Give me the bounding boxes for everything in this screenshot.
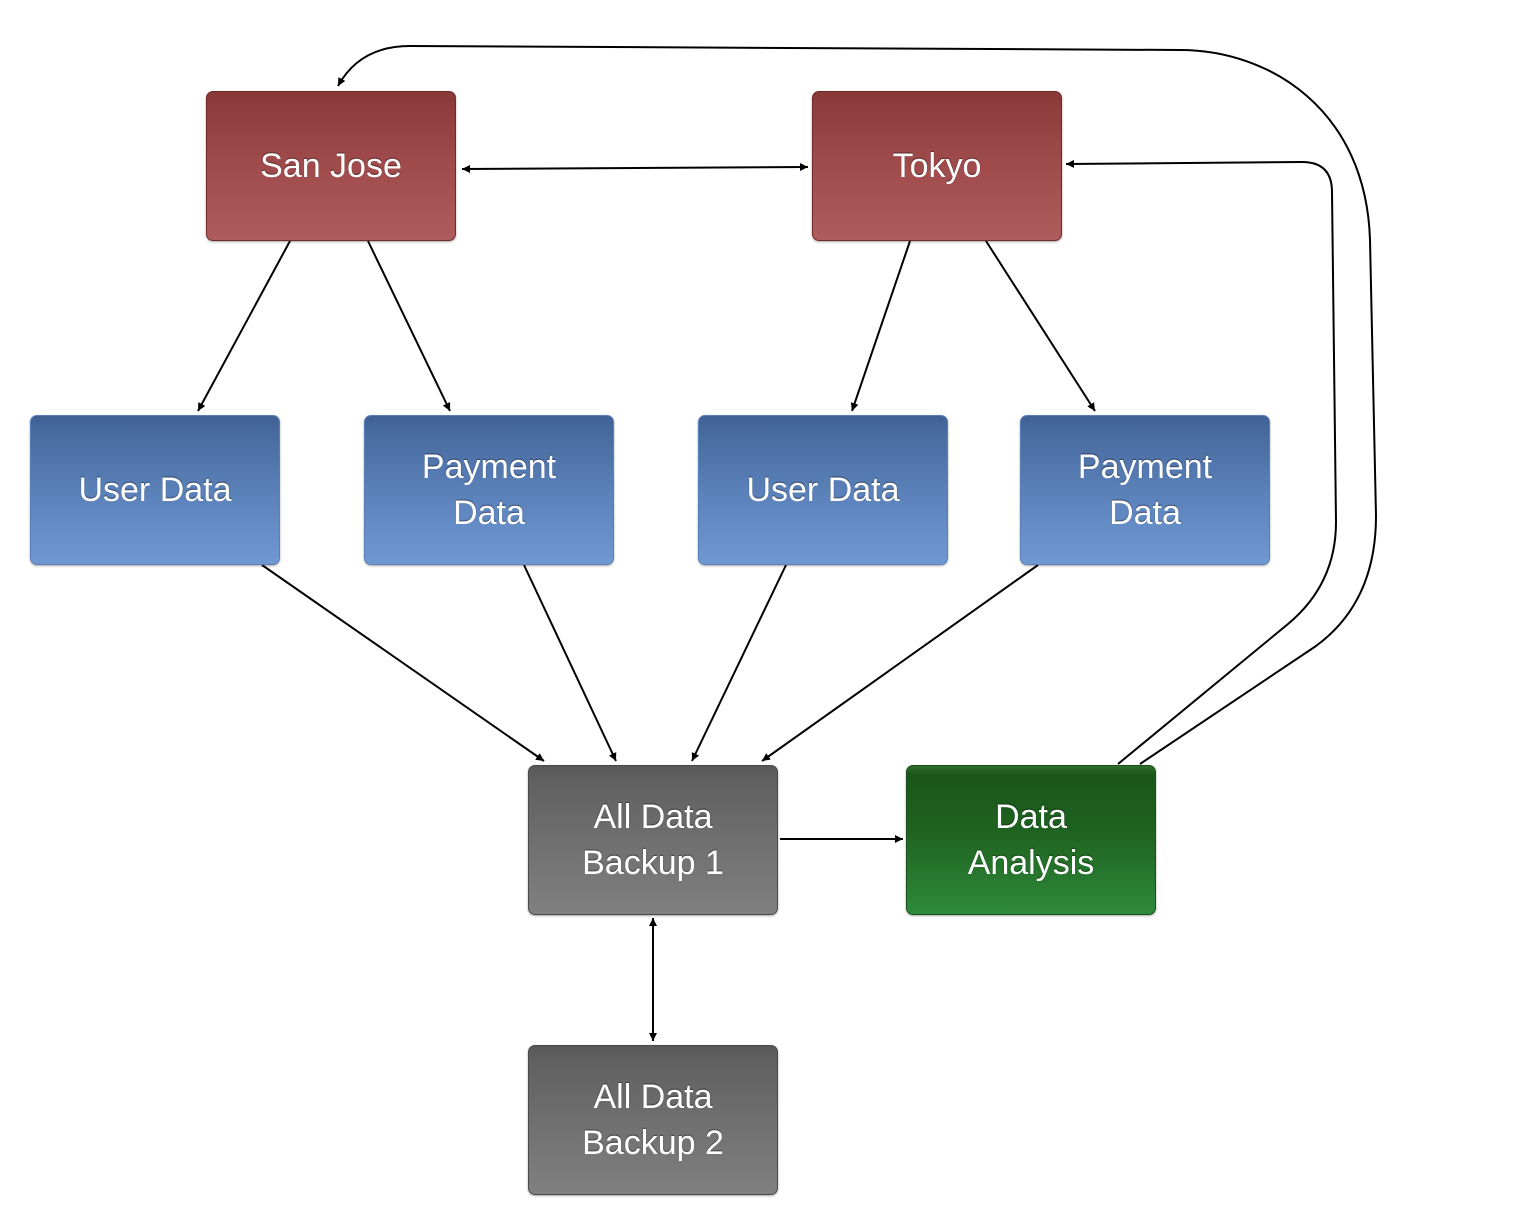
edge-sanjose-paymentdata (367, 240, 451, 412)
node-backup-2[interactable]: All Data Backup 2 (528, 1045, 778, 1195)
node-label: All Data Backup 1 (582, 798, 724, 882)
node-label: Payment Data (1077, 448, 1213, 532)
edge-tkpaymentdata-backup1 (761, 564, 1039, 762)
node-data-analysis[interactable]: Data Analysis (906, 765, 1156, 915)
node-tokyo[interactable]: Tokyo (812, 91, 1062, 241)
edge-sanjose-tokyo (461, 163, 809, 173)
node-tk-user-data[interactable]: User Data (698, 415, 948, 565)
edge-tokyo-userdata (850, 240, 911, 412)
edge-analysis-tokyo (1065, 159, 1338, 765)
node-san-jose[interactable]: San Jose (206, 91, 456, 241)
node-sj-user-data[interactable]: User Data (30, 415, 280, 565)
node-label: Data Analysis (967, 798, 1095, 882)
node-label: All Data Backup 2 (582, 1078, 724, 1162)
node-backup-1[interactable]: All Data Backup 1 (528, 765, 778, 915)
edge-analysis-sanjose (337, 44, 1378, 765)
edge-sanjose-userdata (197, 240, 291, 412)
edge-sjuserdata-backup1 (261, 564, 545, 762)
edge-tokyo-paymentdata (985, 240, 1096, 412)
node-sj-payment-data[interactable]: Payment Data (364, 415, 614, 565)
node-tk-payment-data[interactable]: Payment Data (1020, 415, 1270, 565)
node-label: Tokyo (892, 147, 982, 185)
edge-tkuserdata-backup1 (691, 564, 787, 762)
node-label: Payment Data (421, 448, 557, 532)
node-label: San Jose (260, 147, 402, 185)
node-label: User Data (78, 471, 232, 509)
node-label: User Data (746, 471, 900, 509)
edge-sjpaymentdata-backup1 (523, 564, 617, 762)
